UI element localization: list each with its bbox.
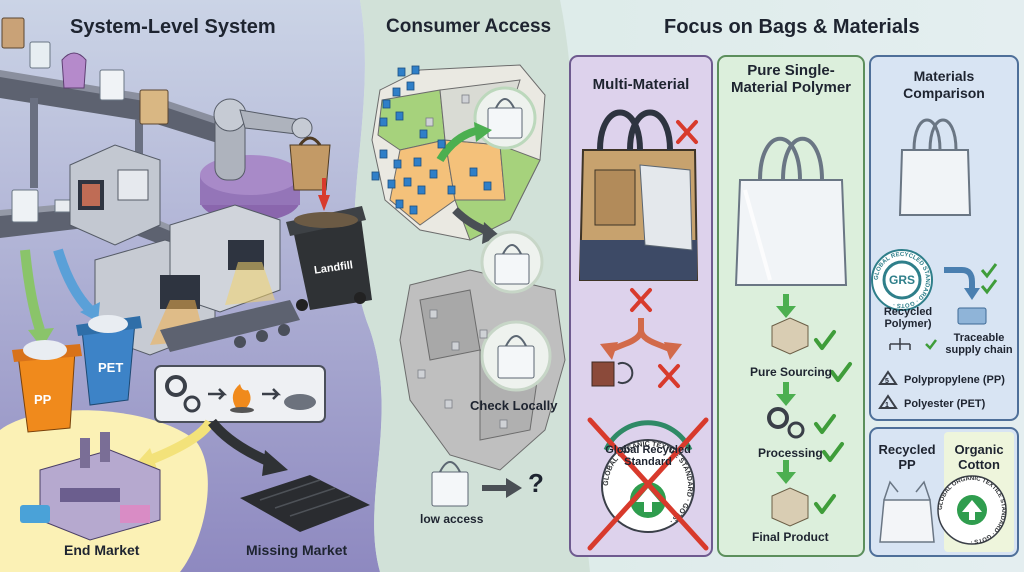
panel-materials-comparison — [869, 55, 1019, 421]
focus-section-title: Focus on Bags & Materials — [664, 16, 920, 38]
conveyor-belt-top — [0, 70, 240, 188]
sort-arrows — [20, 248, 100, 348]
pp-bin — [12, 340, 82, 433]
recycled-polymer-label: Recycled Polymer) — [883, 306, 933, 330]
pet-bin — [76, 315, 142, 406]
organic-cotton-title: Organic Cotton — [954, 442, 1004, 472]
polyester-label: Polyester (PET) — [904, 398, 986, 410]
grs-label: GRS — [889, 273, 916, 287]
polypropylene-label: Polypropylene (PP) — [904, 374, 1005, 386]
step-processing: Processing — [758, 446, 823, 460]
traceable-flow — [889, 263, 998, 350]
comparison-bag — [898, 118, 972, 216]
question-mark: ? — [528, 468, 544, 498]
consumer-bag-bubbles — [431, 86, 552, 507]
pure-polymer-bag — [734, 136, 848, 286]
process-box — [154, 365, 326, 423]
missing-market-mat — [240, 475, 370, 532]
check-locally-label: Check Locally — [470, 398, 558, 413]
end-market-label: End Market — [64, 542, 140, 558]
landfill-bin — [286, 178, 372, 311]
global-recycled-standard-text: Global Recycled Standard — [605, 444, 691, 468]
step-pure-sourcing: Pure Sourcing — [750, 365, 833, 379]
organic-cotton-seal: GLOBAL ORGANIC TEXTILE STANDARD · GOTS · — [937, 475, 1007, 545]
pp-bin-label: PP — [34, 392, 52, 407]
missing-market-label: Missing Market — [246, 542, 348, 558]
pet-bin-label: PET — [98, 360, 124, 375]
big-cross-icon — [587, 417, 709, 551]
sorting-machine — [69, 144, 161, 246]
step-final-product: Final Product — [752, 530, 829, 544]
recycled-pp-title: Recycled PP — [878, 442, 936, 472]
check-icons — [814, 330, 852, 514]
materials-comparison-title: Materials Comparison — [903, 68, 985, 101]
map-pins-gray — [417, 94, 508, 429]
cross-icon — [676, 120, 698, 144]
pet-code: 1 — [885, 402, 889, 409]
multi-material-bag — [578, 109, 699, 281]
multi-material-title: Multi-Material — [592, 76, 690, 93]
map-pins — [371, 65, 492, 215]
pp-code: 5 — [885, 378, 889, 385]
system-section-title: System-Level System — [70, 16, 276, 38]
split-arrows — [591, 318, 682, 388]
traceable-supply-chain-label: Traceable supply chain — [945, 332, 1013, 356]
recycled-pp-bag — [879, 480, 935, 543]
gots-seal: GLOBAL ORGANIC TEXTILE STANDARD · GOTS · — [601, 420, 695, 533]
pure-flow — [767, 294, 809, 527]
pure-polymer-title: Pure Single-Material Polymer — [730, 62, 852, 96]
recycle-code-icons: 5 1 — [878, 370, 898, 409]
consumer-section-title: Consumer Access — [386, 16, 552, 37]
grs-badge: GLOBAL RECYCLED STANDARD · GOTS · — [871, 249, 933, 311]
cross-icon-middle — [630, 288, 652, 312]
low-access-label: low access — [420, 512, 484, 526]
factory — [20, 432, 161, 541]
